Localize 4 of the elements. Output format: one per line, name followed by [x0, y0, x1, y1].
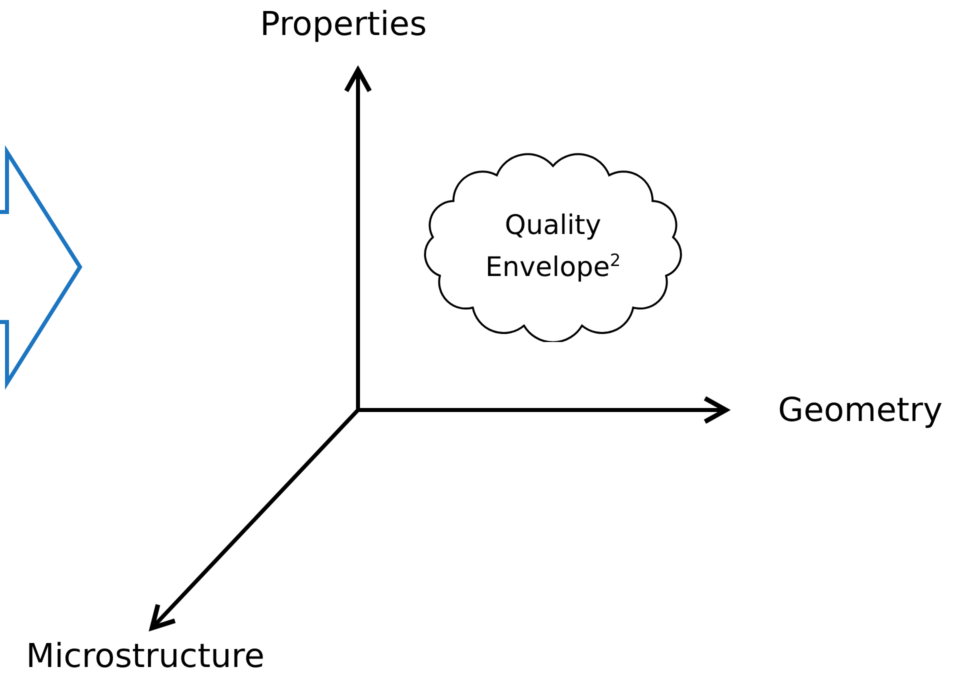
- axis-label: Properties: [260, 4, 427, 44]
- cloud-text: Quality Envelope$^{2}$: [484, 209, 622, 285]
- axis-label: Microstructure: [26, 636, 265, 676]
- axis-label: Geometry: [778, 390, 943, 430]
